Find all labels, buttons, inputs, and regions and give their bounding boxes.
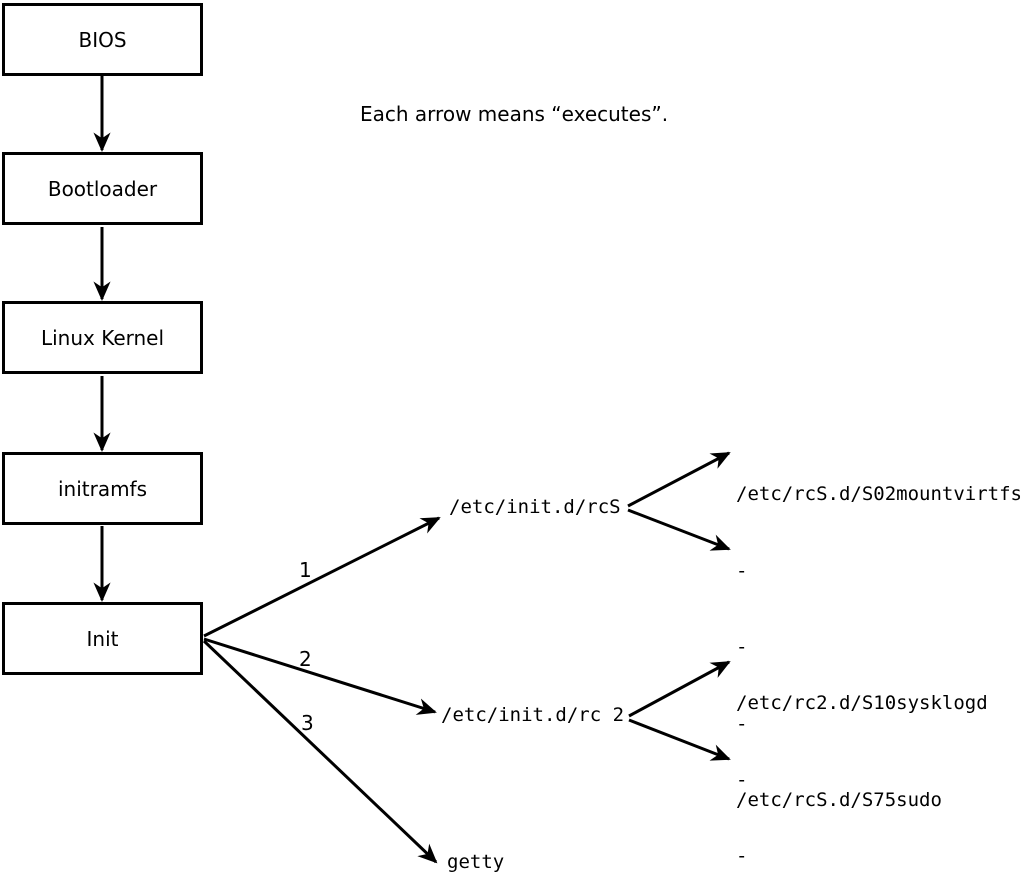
arrow-init-to-rcs [203, 516, 441, 638]
list-item: /etc/rcS.d/S02mountvirtfs [736, 483, 1022, 505]
arrow-rc2-fork-down [628, 718, 731, 761]
rcs-children-list: /etc/rcS.d/S02mountvirtfs - - - /etc/rcS… [736, 431, 1022, 865]
arrow-rcs-fork-up [627, 451, 731, 508]
node-label: Bootloader [47, 176, 158, 201]
list-item-ellipsis: - [736, 845, 748, 867]
node-label: BIOS [78, 27, 127, 52]
node-label: Linux Kernel [40, 325, 165, 350]
node-label: Init [86, 626, 119, 651]
list-item-ellipsis: - [736, 768, 748, 791]
list-item: /etc/rc2.d/S10sysklogd [736, 692, 988, 714]
node-bootloader: Bootloader [2, 152, 203, 225]
branch-label-1: 1 [299, 558, 312, 582]
node-linux-kernel: Linux Kernel [2, 301, 203, 374]
list-item: /etc/rcS.d/S75sudo [736, 789, 942, 811]
branch-label-2: 2 [299, 647, 312, 671]
branch-label-3: 3 [301, 711, 314, 735]
list-item-ellipsis: - [736, 559, 748, 582]
list-item-ellipsis: - [736, 636, 748, 658]
list-item-ellipsis: - [736, 712, 748, 735]
node-bios: BIOS [2, 3, 203, 76]
arrow-init-to-getty [202, 639, 438, 864]
node-init: Init [2, 602, 203, 675]
node-label: initramfs [57, 476, 148, 501]
legend-note: Each arrow means “executes”. [360, 102, 669, 126]
rc2-children-list: /etc/rc2.d/S10sysklogd - - - /etc/rc2.d/… [736, 640, 988, 875]
arrow-rcs-fork-down [627, 508, 731, 551]
arrow-rc2-fork-up [628, 660, 731, 718]
script-rcs: /etc/init.d/rcS [449, 496, 621, 518]
arrow-init-to-rc2 [203, 637, 437, 715]
script-rc2: /etc/init.d/rc 2 [441, 704, 625, 726]
node-initramfs: initramfs [2, 452, 203, 525]
script-getty: getty [447, 851, 505, 873]
